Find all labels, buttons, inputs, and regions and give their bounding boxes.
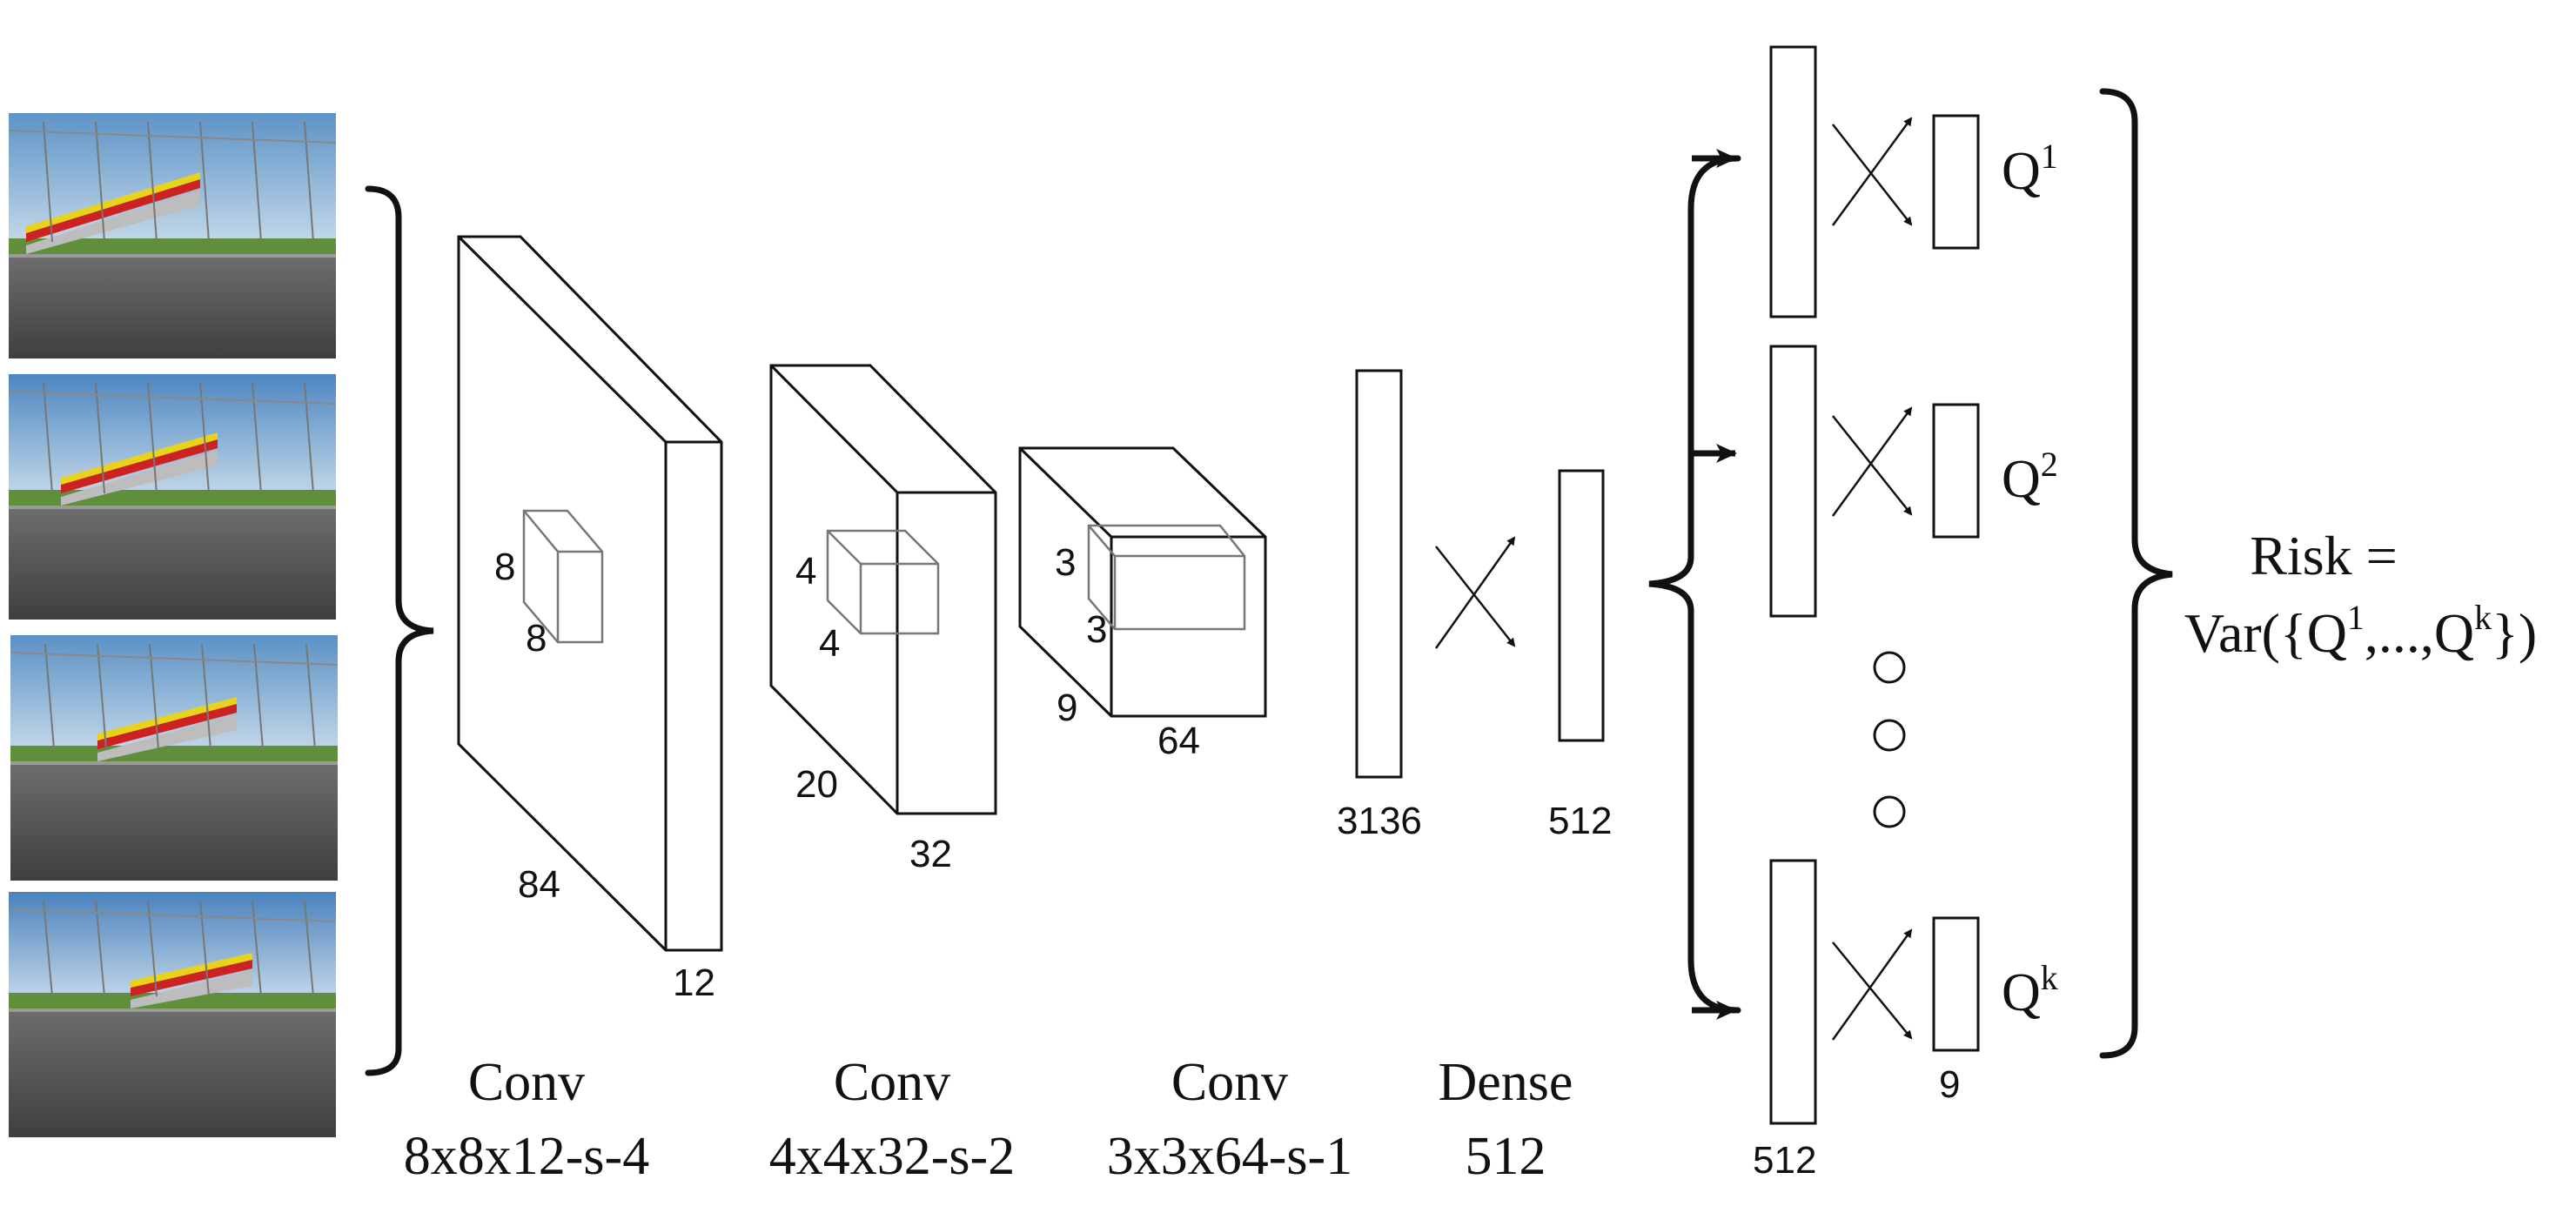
head2-hidden-bar: [1769, 345, 1817, 618]
conv3-kernel: [1087, 524, 1246, 631]
head1-output-bar: [1932, 114, 1980, 250]
headk-output-bar: [1932, 916, 1980, 1052]
conv1-size-label: 84: [518, 863, 560, 906]
head1-arrows: [1831, 117, 1913, 226]
input-frame-3: [10, 635, 338, 881]
head-output-size-label: 9: [1939, 1063, 1961, 1106]
head1-hidden-bar: [1769, 45, 1817, 318]
conv3-depth-label: 64: [1157, 720, 1200, 762]
input-frame-1: [9, 113, 336, 358]
conv2-depth-label: 32: [909, 833, 952, 875]
heads-brace: [1648, 155, 1741, 1014]
head-hidden-size-label: 512: [1753, 1139, 1817, 1182]
conv1-caption-top: Conv: [467, 1053, 586, 1112]
input-frame-4: [9, 892, 336, 1137]
dense-bar: [1558, 469, 1605, 742]
conv1-depth-label: 12: [673, 961, 715, 1004]
risk-formula: Var({Q1,...,Qk}): [2184, 598, 2538, 664]
conv2-kernel-w-label: 4: [819, 622, 841, 665]
conv2-caption-top: Conv: [833, 1053, 951, 1112]
dense-connection-arrows: [1434, 536, 1516, 649]
conv2-kernel: [826, 529, 940, 635]
dense-caption-top: Dense: [1438, 1053, 1573, 1112]
head2-output-bar: [1932, 403, 1980, 539]
conv3-caption-bottom: 3x3x64-s-1: [1106, 1127, 1353, 1186]
conv2-volume: [769, 364, 997, 815]
conv3-kernel-h-label: 3: [1055, 541, 1077, 584]
flatten-bar: [1355, 369, 1403, 779]
input-frame-2: [9, 374, 336, 620]
conv1-kernel: [522, 509, 604, 644]
dense-caption-bottom: 512: [1465, 1127, 1546, 1186]
conv3-volume: [1018, 446, 1267, 718]
head2-arrows: [1831, 406, 1913, 517]
headk-arrows: [1831, 928, 1913, 1041]
conv3-caption-top: Conv: [1171, 1053, 1289, 1112]
conv2-caption-bottom: 4x4x32-s-2: [768, 1127, 1016, 1186]
dense-size-label: 512: [1548, 800, 1613, 842]
ellipsis-dots: [1873, 651, 1906, 828]
conv2-size-label: 20: [795, 763, 838, 806]
flatten-size-label: 3136: [1337, 800, 1422, 842]
q1-label: Q1: [2002, 137, 2058, 201]
conv1-caption-bottom: 8x8x12-s-4: [403, 1127, 650, 1186]
conv1-kernel-w-label: 8: [526, 617, 547, 660]
risk-label: Risk =: [2250, 525, 2398, 586]
risk-brace: [2099, 88, 2173, 1059]
input-brace: [365, 185, 434, 1076]
q2-label: Q2: [2002, 445, 2058, 509]
conv1-kernel-h-label: 8: [494, 546, 516, 588]
conv1-volume: [457, 235, 723, 952]
conv3-kernel-w-label: 3: [1086, 608, 1108, 651]
conv2-kernel-h-label: 4: [795, 550, 817, 593]
conv3-size-label: 9: [1057, 687, 1078, 729]
headk-hidden-bar: [1769, 859, 1817, 1125]
qk-label: Qk: [2002, 958, 2058, 1022]
